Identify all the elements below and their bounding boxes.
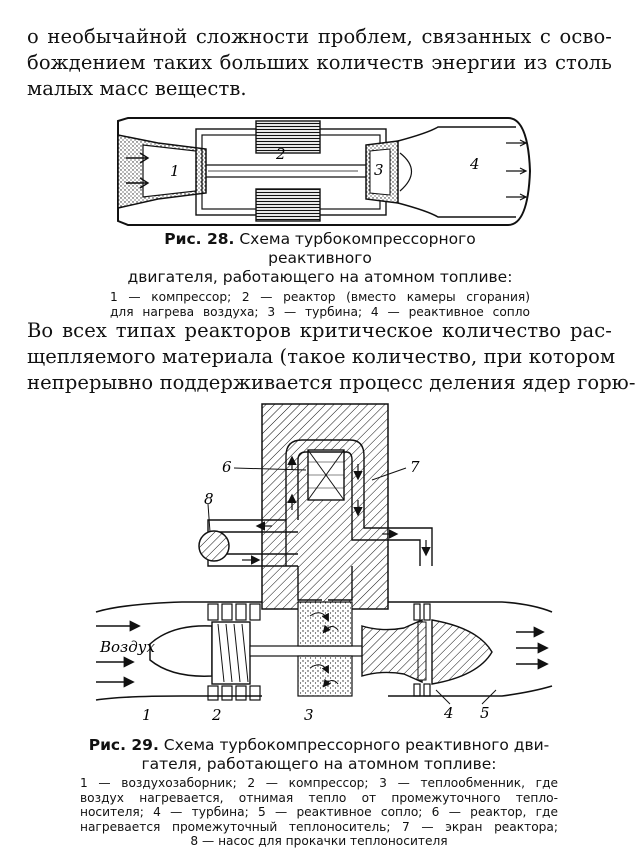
nozzle [397, 126, 516, 218]
caption-number: Рис. 29. [88, 736, 159, 754]
heat-exchanger [297, 601, 353, 697]
label-7: 7 [410, 458, 420, 476]
label-1: 1 [142, 706, 152, 724]
figure-28-diagram: 1 2 3 4 [117, 117, 532, 226]
intake-cone [149, 625, 213, 677]
label-2: 2 [211, 706, 222, 724]
label-6: 6 [222, 458, 232, 476]
caption-title-line2: двигателя, работающего на атомном топлив… [127, 268, 513, 286]
label-4: 4 [443, 704, 454, 722]
caption-legend-line: 8 — насос для прокачки теплоносителя [190, 834, 448, 848]
caption-title: Схема турбокомпрессорного реактивного дв… [163, 736, 550, 754]
reactor-shield [261, 403, 389, 610]
caption-number: Рис. 28. [164, 230, 235, 248]
text-line: щепляемого материала (такое количество, … [27, 345, 616, 368]
caption-legend-line: 1 — воздухозаборник; 2 — компрессор; 3 —… [80, 776, 558, 790]
label-8: 8 [204, 490, 214, 508]
figure-29-diagram: Воздух 1 2 3 4 5 6 7 8 [95, 403, 553, 724]
body-paragraph-2: Во всех типах реакторов критическое коли… [27, 318, 636, 396]
text-line: Во всех типах реакторов критическое коли… [27, 319, 612, 342]
caption-legend-line: носителя; 4 — турбина; 5 — реактивное со… [80, 805, 558, 819]
figure-28-caption: Рис. 28. Схема турбокомпрессорного реакт… [110, 230, 530, 319]
caption-legend-line: для нагрева воздуха; 3 — турбина; 4 — ре… [110, 304, 530, 319]
label-3: 3 [304, 706, 314, 724]
engine-casing [95, 601, 553, 701]
engine-casing [117, 117, 532, 226]
air-flow-arrows [96, 620, 549, 688]
pump [198, 530, 230, 562]
body-paragraph-1: о необычайной сложности проблем, связанн… [27, 24, 612, 102]
compressor-element [117, 134, 207, 209]
turbine [361, 603, 431, 697]
reactor-blocks [255, 120, 321, 222]
label-3: 3 [374, 161, 384, 179]
figure-29-caption: Рис. 29. Схема турбокомпрессорного реакт… [80, 736, 558, 849]
leader-lines [207, 467, 497, 705]
caption-title-line2: гателя, работающего на атомном топливе: [141, 755, 497, 773]
text-line: непрерывно поддерживается процесс делени… [27, 371, 636, 394]
exhaust-cone [431, 619, 493, 685]
text-line: о необычайной сложности проблем, связанн… [27, 25, 612, 48]
caption-legend-line: воздух нагревается, отнимая тепло от про… [80, 790, 558, 805]
coolant-loop [207, 439, 433, 601]
label-4: 4 [469, 155, 480, 173]
label-5: 5 [480, 704, 490, 722]
text-line: малых масс веществ. [27, 77, 247, 100]
caption-legend-line: нагревается промежуточный теплоноситель;… [80, 819, 558, 834]
label-1: 1 [170, 162, 180, 180]
caption-title: Схема турбокомпрессорного реактивного [239, 230, 476, 267]
reactor-core [307, 449, 345, 501]
label-2: 2 [275, 145, 286, 163]
coolant-arrows [242, 455, 431, 565]
flow-arrows [126, 139, 528, 201]
caption-legend-line: 1 — компрессор; 2 — реактор (вместо каме… [110, 290, 530, 304]
compressor [207, 603, 261, 701]
label-air: Воздух [99, 638, 155, 656]
text-line: бождением таких больших количеств энерги… [27, 51, 612, 74]
